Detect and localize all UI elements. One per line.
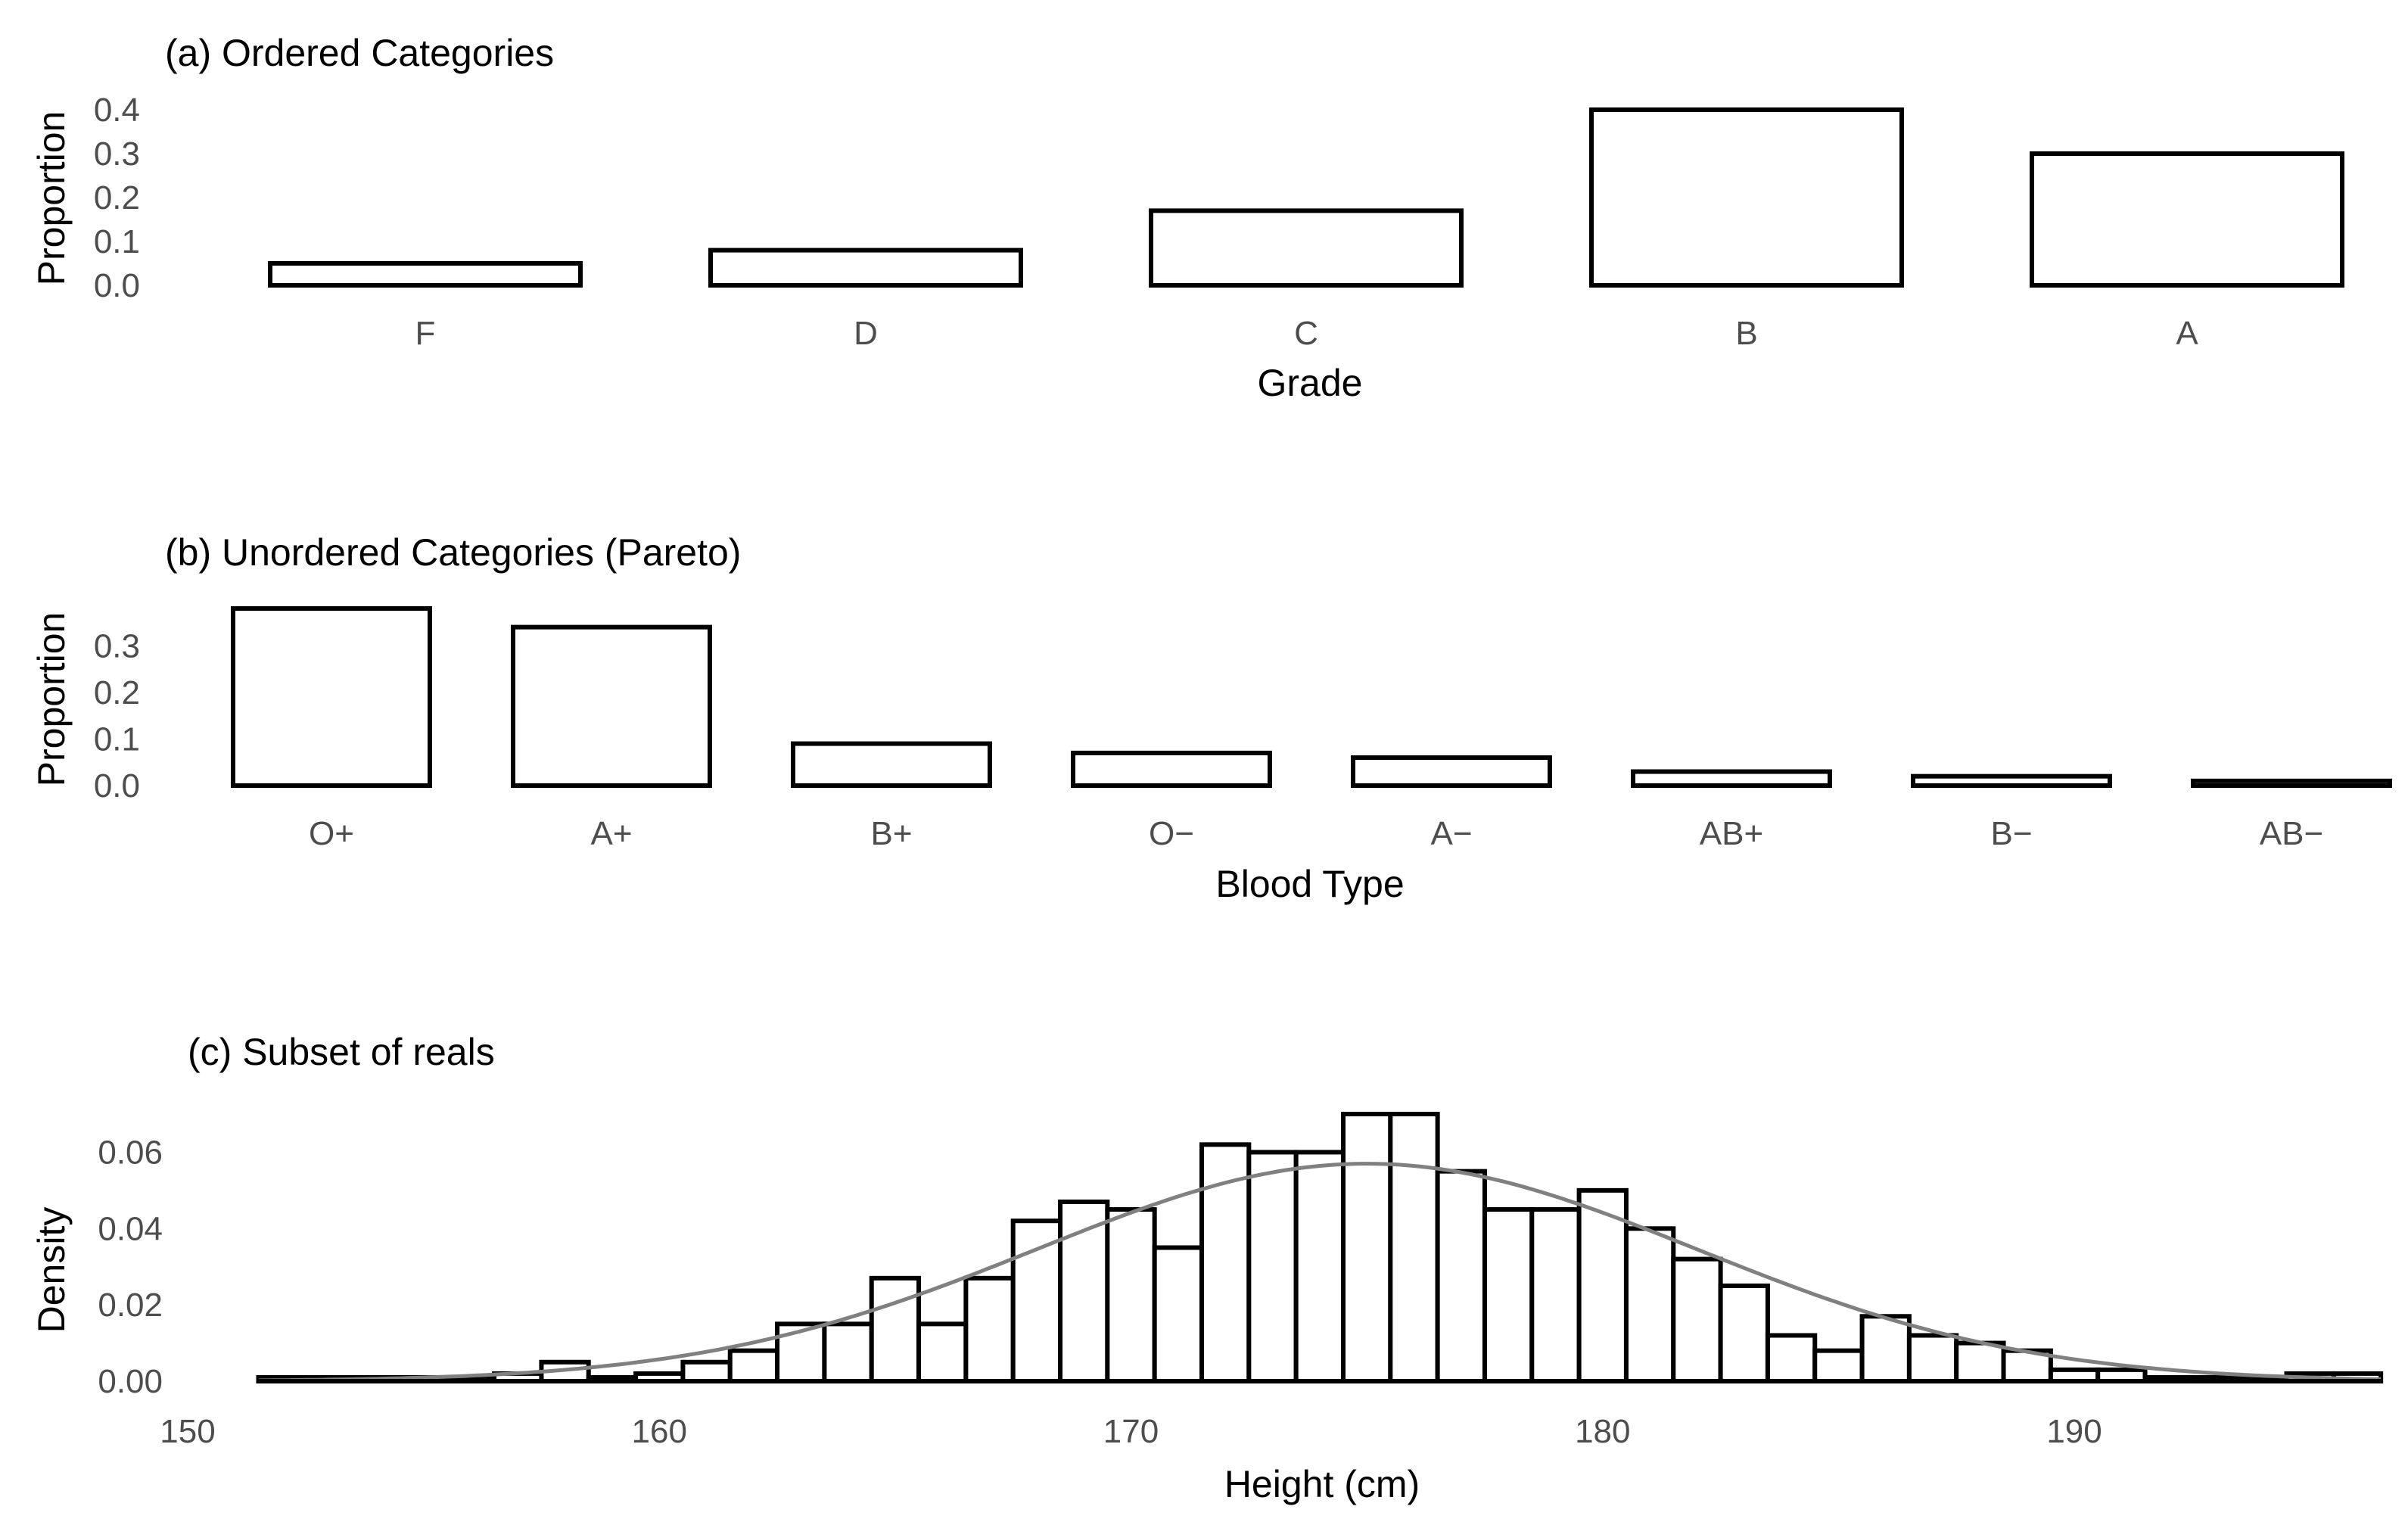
panel-c-bar <box>727 1348 780 1383</box>
panel-b-y-tick-label: 0.2 <box>94 674 140 711</box>
panel-c-bar <box>1906 1333 1959 1384</box>
panel-c-y-tick-label: 0.06 <box>98 1134 163 1171</box>
panel-c-bar <box>963 1275 1016 1384</box>
panel-a-y-tick-label: 0.2 <box>94 179 140 216</box>
panel-c-title: (c) Subset of reals <box>188 1031 495 1073</box>
panel-b-bar <box>1071 750 1272 788</box>
panel-c-bar <box>869 1275 922 1384</box>
panel-c-y-tick-label: 0.00 <box>98 1363 163 1400</box>
panel-a-bar <box>2030 151 2344 288</box>
panel-b-bar <box>1351 755 1552 788</box>
panel-b-x-tick-label: B+ <box>870 815 912 852</box>
panel-b: (b) Unordered Categories (Pareto) Propor… <box>30 531 2392 905</box>
panel-c-bar <box>1010 1218 1063 1383</box>
panel-b-title: (b) Unordered Categories (Pareto) <box>165 531 741 574</box>
panel-c-x-tick-label: 170 <box>1103 1413 1159 1450</box>
panel-c-bar <box>1435 1169 1487 1383</box>
panel-b-x-tick-label: A− <box>1430 815 1472 852</box>
panel-c-y-tick-label: 0.04 <box>98 1210 163 1247</box>
panel-a-y-tick-label: 0.0 <box>94 267 140 304</box>
panel-b-x-tick-label: AB− <box>2260 815 2323 852</box>
panel-c-bar <box>822 1321 874 1384</box>
panel-c-x-axis-title: Height (cm) <box>1224 1463 1420 1505</box>
panel-b-bar <box>2191 778 2392 789</box>
panel-b-x-axis-title: Blood Type <box>1215 863 1404 905</box>
panel-c-x-tick-label: 180 <box>1575 1413 1630 1450</box>
panel-b-x-tick-label: O− <box>1149 815 1194 852</box>
panel-a: (a) Ordered Categories Proportion Grade … <box>30 32 2344 404</box>
panel-c-bar <box>1529 1207 1582 1383</box>
panel-b-x-tick-label: B− <box>1990 815 2032 852</box>
panel-a-y-tick-label: 0.4 <box>94 92 140 129</box>
panel-a-y-axis-title: Proportion <box>30 111 73 286</box>
panel-c-y-axis-title: Density <box>30 1207 73 1334</box>
panel-b-bar <box>231 606 432 788</box>
panel-b-y-ticks: 0.0 0.1 0.2 0.3 <box>94 627 140 805</box>
panel-a-x-tick-label: A <box>2176 315 2198 352</box>
panel-c-bar <box>1388 1112 1440 1383</box>
panel-a-y-ticks: 0.0 0.1 0.2 0.3 0.4 <box>94 92 140 304</box>
panel-c: (c) Subset of reals Density Height (cm) … <box>30 1031 2384 1505</box>
panel-a-bar <box>1589 107 1904 288</box>
panel-c-x-ticks: 150 160 170 180 190 <box>160 1413 2102 1450</box>
panel-c-y-tick-label: 0.02 <box>98 1287 163 1324</box>
panel-c-bar <box>1246 1150 1299 1384</box>
panel-c-histogram-bars <box>256 1112 2384 1384</box>
panel-b-y-tick-label: 0.0 <box>94 767 140 805</box>
panel-c-bar <box>1859 1314 1912 1384</box>
panel-b-bar <box>511 624 712 789</box>
panel-a-x-tick-label: F <box>415 315 436 352</box>
panel-a-bar <box>268 261 583 288</box>
panel-b-x-tick-label: A+ <box>590 815 632 852</box>
panel-b-bar <box>791 741 992 788</box>
panel-a-x-tick-label: D <box>854 315 878 352</box>
panel-c-bar <box>1718 1283 1770 1384</box>
panel-a-title: (a) Ordered Categories <box>165 32 554 74</box>
panel-c-bar <box>1671 1256 1723 1383</box>
panel-a-x-tick-label: C <box>1294 315 1318 352</box>
panel-b-y-axis-title: Proportion <box>30 612 73 787</box>
panel-a-bar <box>1149 208 1464 288</box>
panel-c-bar <box>1623 1226 1676 1384</box>
panel-a-y-tick-label: 0.3 <box>94 135 140 173</box>
panel-b-bar <box>1631 769 1832 788</box>
panel-c-bar <box>1293 1150 1346 1384</box>
panel-c-bar <box>1105 1207 1157 1383</box>
panel-c-bar <box>1152 1245 1205 1383</box>
panel-c-bar <box>1954 1340 2006 1383</box>
panel-c-bar <box>680 1359 733 1384</box>
panel-c-bar <box>1765 1333 1818 1384</box>
panel-c-x-tick-label: 190 <box>2046 1413 2102 1450</box>
panel-c-x-tick-label: 150 <box>160 1413 215 1450</box>
panel-a-x-tick-label: B <box>1735 315 1757 352</box>
panel-c-bar <box>1482 1207 1535 1383</box>
panel-a-bars <box>268 107 2344 288</box>
panel-c-y-ticks: 0.00 0.02 0.04 0.06 <box>98 1134 163 1400</box>
panel-c-bar <box>916 1321 969 1384</box>
panel-b-x-tick-label: AB+ <box>1700 815 1763 852</box>
panel-c-density-curve <box>258 1162 2382 1383</box>
panel-a-bar <box>708 247 1023 288</box>
panel-a-x-axis-title: Grade <box>1258 362 1363 404</box>
panel-c-bar <box>1812 1348 1865 1383</box>
panel-c-x-tick-label: 160 <box>632 1413 687 1450</box>
panel-b-bars <box>231 606 2392 789</box>
panel-b-x-tick-label: O+ <box>309 815 354 852</box>
panel-a-y-tick-label: 0.1 <box>94 223 140 260</box>
panel-b-y-tick-label: 0.3 <box>94 627 140 664</box>
panel-b-y-tick-label: 0.1 <box>94 720 140 758</box>
panel-b-bar <box>1911 773 2112 788</box>
panel-b-x-ticks: O+ A+ B+ O− A− AB+ B− AB− <box>309 815 2323 852</box>
panel-c-bar <box>1340 1112 1393 1383</box>
